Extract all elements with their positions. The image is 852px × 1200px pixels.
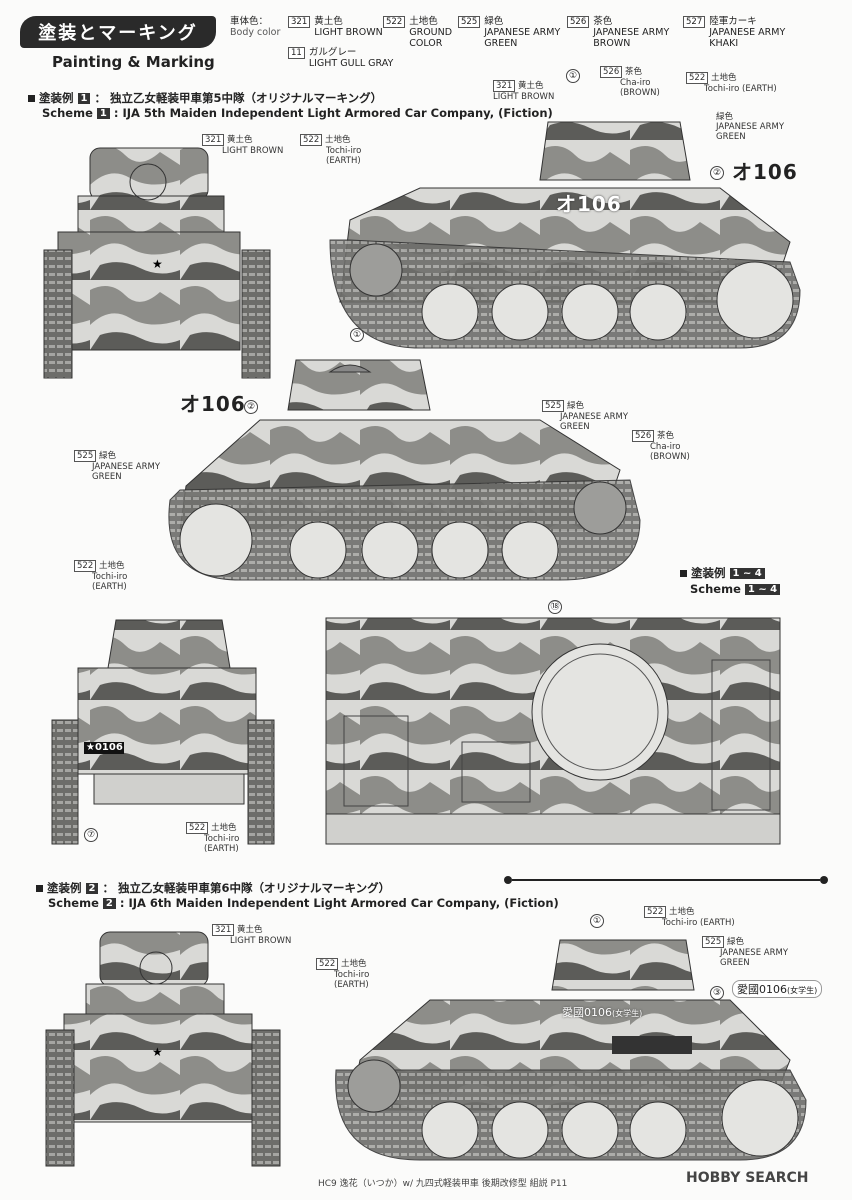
callout-earth-left: 522 土地色 Tochi-iro (EARTH) [74,560,127,592]
callout-earth-top: 522 土地色 Tochi-iro (EARTH) [300,134,361,166]
callout-earth-rear: 522 土地色 Tochi-iro (EARTH) [186,822,239,854]
scheme1-side-view-left [168,359,641,581]
marking-3-s2: ③ [710,980,724,1000]
marking-2-left: ② [244,394,258,414]
callout-green-mid: 525 緑色 JAPANESE ARMY GREEN [542,400,628,432]
marking-1-left: ① [350,322,364,342]
scheme-all-heading-en: Scheme 1 ~ 4 [690,582,781,596]
marking-106-label-right: オ106 [732,160,798,184]
watermark: HOBBY SEARCH [686,1170,809,1186]
section-title-jp: 塗装とマーキング [20,16,216,48]
callout-green-left: 525 緑色 JAPANESE ARMY GREEN [74,450,160,482]
callout-light-brown-side: 321 黄土色 LIGHT BROWN [493,80,555,102]
callout-brown-mid: 526 茶色 Cha-iro (BROWN) [632,430,690,462]
scheme2-side-view [335,939,807,1161]
page-footer: HC9 逸花（いつか）w/ 九四式軽装甲車 後期改修型 組説 P11 [318,1179,568,1189]
marking-aikoku-on-hull: 愛國0106(女学生) [562,1006,643,1019]
section-title-en: Painting & Marking [52,53,215,71]
scheme1-heading-jp: 塗装例 1 ： 独立乙女軽装甲車第5中隊（オリジナルマーキング） [28,90,382,106]
scheme2-front-view: ★ [45,931,281,1167]
body-color-label: 車体色： Body color [230,16,281,38]
callout-green-side: 緑色 JAPANESE ARMY GREEN [716,112,785,142]
callout-earth-s2-left: 522 土地色 Tochi-iro (EARTH) [316,958,369,990]
marking-106-on-hull-right: オ106 [556,192,622,216]
marking-2-side: ② [710,160,724,180]
marking-1-side: ① [566,63,580,83]
marking-106-label-left: オ106 [180,392,246,416]
marking-18: ⑱ [548,594,562,614]
marking-plate-0106: ★0106 [86,742,123,753]
marking-aikoku-label: 愛國0106(女学生) [732,980,823,998]
scheme2-heading-en: Scheme 2 : IJA 6th Maiden Independent Li… [48,896,559,910]
callout-light-brown-front: 321 黄土色 LIGHT BROWN [202,134,283,156]
callout-light-brown-s2: 321 黄土色 LIGHT BROWN [212,924,291,946]
svg-text:★: ★ [152,257,163,271]
callout-earth-side: 522 土地色 Tochi-iro (EARTH) [686,72,777,94]
scheme2-heading-jp: 塗装例 2 ： 独立乙女軽装甲車第6中隊（オリジナルマーキング） [36,880,390,896]
marking-1-s2: ① [590,908,604,928]
rear-view [51,619,275,845]
scheme1-heading-en: Scheme 1 : IJA 5th Maiden Independent Li… [42,106,553,120]
svg-text:★: ★ [152,1045,163,1059]
scheme1-front-view: ★ [43,147,271,379]
callout-brown-side: 526 茶色 Cha-iro (BROWN) [600,66,660,98]
top-view [325,617,781,845]
marking-7: ⑦ [84,822,98,842]
scheme1-side-view-right [329,121,801,349]
scheme-all-heading-jp: 塗装例 1 ~ 4 [680,565,765,581]
callout-earth-s2-right: 522 土地色 Tochi-iro (EARTH) [644,906,735,928]
callout-green-s2: 525 緑色 JAPANESE ARMY GREEN [702,936,788,968]
